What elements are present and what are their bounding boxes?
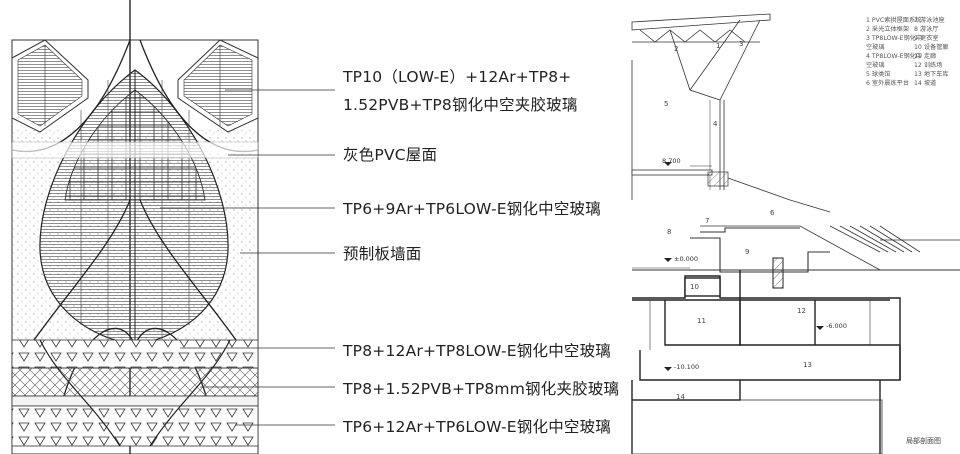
roof-truss [631,13,771,200]
section-number: 3 [739,40,744,48]
legend-item: 11 走廊 [914,53,937,60]
section-number: 2 [674,45,679,53]
level-label-minus-10100: -10.100 [674,363,700,371]
legend-item: 8 游泳厅 [914,26,939,33]
section-number: 8 [667,228,672,236]
section-number: 4 [713,120,718,128]
legend-item: 1 PVC索拱屋面系统 [866,17,922,24]
basement-section [631,270,901,454]
label-tp8-laminated: TP8+1.52PVB+TP8mm钢化夹胶玻璃 [343,380,620,398]
legend-item: 空玻璃 [866,62,885,69]
pool-section [690,227,830,289]
label-tp8-12ar: TP8+12Ar+TP8LOW-E钢化中空玻璃 [343,342,611,360]
legend-item: 13 地下车库 [914,71,949,78]
section-number: 5 [664,100,669,108]
label-tp6-9ar: TP6+9Ar+TP6LOW-E钢化中空玻璃 [343,200,601,218]
label-precast-wall: 预制板墙面 [343,245,422,263]
upper-slab [631,165,831,213]
level-label-0000: ±0.000 [674,255,699,263]
left-roof-pyramid [11,39,89,133]
section-number: 12 [797,307,806,315]
section-number: 13 [803,361,812,369]
section-number: 7 [705,217,710,225]
section-number: 10 [690,283,699,291]
section-drawing [631,13,960,454]
label-tp6-12ar: TP6+12Ar+TP6LOW-E钢化中空玻璃 [343,418,611,436]
legend-item: 10 设备管廊 [914,44,949,51]
label-pvc-roof: 灰色PVC屋面 [343,146,438,164]
elevation-drawing [11,0,335,454]
leader-lines [160,89,335,426]
legend-item: 12 训练场 [914,62,943,69]
legend-item: 5 球类馆 [866,71,891,78]
right-roof-pyramid [177,39,259,133]
level-label-8700: 8.700 [662,157,681,165]
legend-item: 7 游泳池座 [914,17,945,24]
lower-glazing-bands [11,339,259,447]
legend-item: 3 TP8LOW-E钢化中 [866,35,923,42]
section-number: 1 [716,42,721,50]
legend-item: 2 采光立体框架 [866,26,910,33]
label-low-e-laminated-line2: 1.52PVB+TP8钢化中空夹胶玻璃 [343,96,578,114]
legend-item: 6 室外晨练平台 [866,80,910,87]
legend-item: 4 TP8LOW-E钢化中 [866,53,923,60]
legend-item: 9 更衣室 [914,35,939,42]
level-markers [664,162,824,371]
section-number: 6 [770,209,775,217]
legend-item: 14 坡道 [914,80,937,87]
stair-ramp [700,225,960,271]
level-label-minus-6000: -6.000 [826,322,847,330]
legend-item: 空玻璃 [866,44,885,51]
label-low-e-laminated-line1: TP10（LOW-E）+12Ar+TP8+ [343,68,572,86]
section-number: 9 [745,248,750,256]
section-number: 14 [676,393,685,401]
drawing-caption: 局部剖面图 [906,437,941,445]
section-number: 11 [697,317,706,325]
